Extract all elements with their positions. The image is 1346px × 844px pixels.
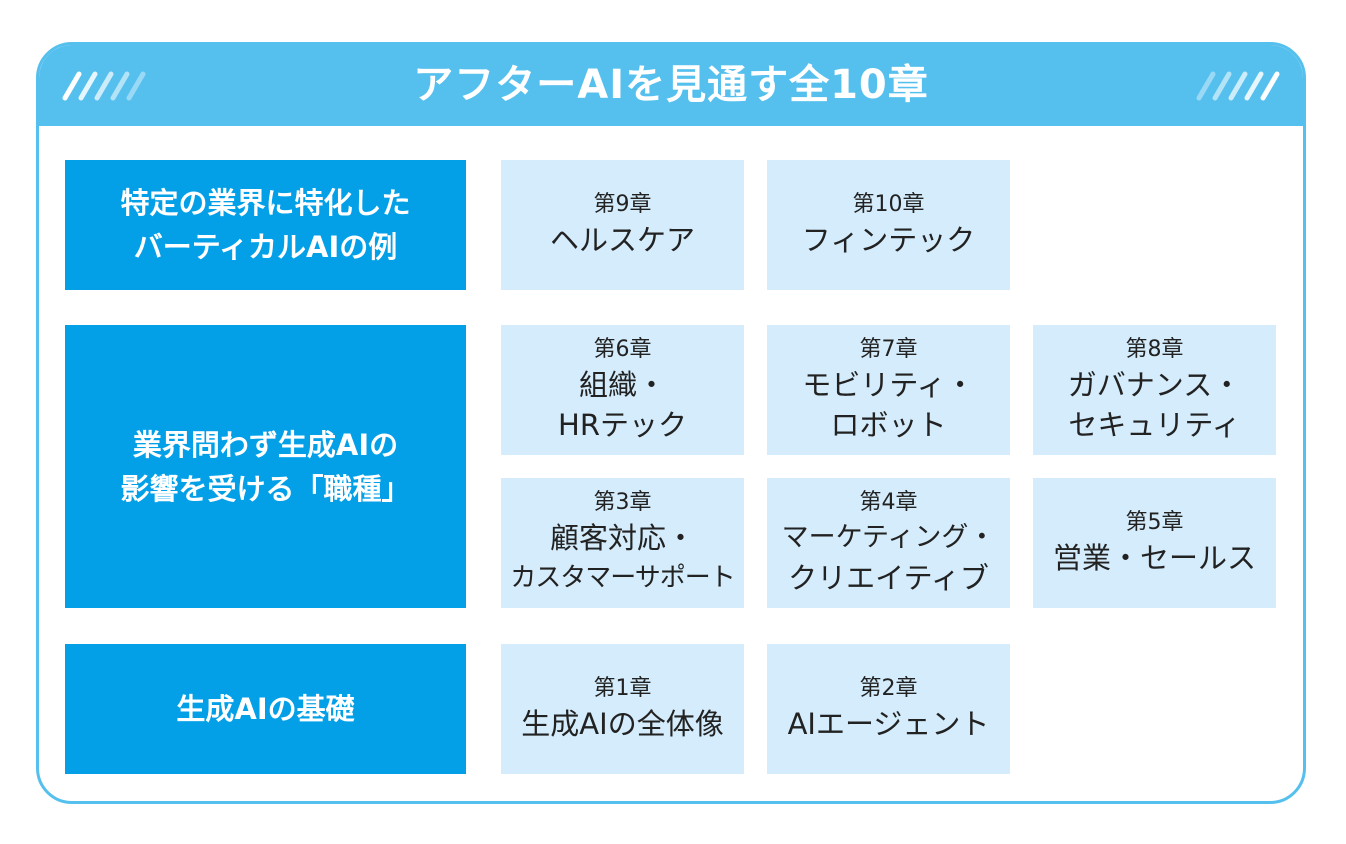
chapter-title: クリエイティブ [788, 561, 989, 595]
category-vertical-ai: 特定の業界に特化した バーティカルAIの例 [65, 160, 466, 290]
chapter-number: 第1章 [593, 676, 652, 701]
decorative-slashes-icon [1196, 71, 1280, 101]
chapter-card-9: 第9章 ヘルスケア [501, 160, 744, 290]
chapter-number: 第3章 [593, 490, 652, 515]
chapter-number: 第10章 [852, 192, 925, 217]
chapter-card-1: 第1章 生成AIの全体像 [501, 644, 744, 774]
chapter-number: 第5章 [1125, 510, 1184, 535]
chapter-title: AIエージェント [787, 707, 990, 741]
chapter-title: フィンテック [801, 223, 976, 257]
category-occupations: 業界問わず生成AIの 影響を受ける「職種」 [65, 325, 466, 608]
chapter-title: モビリティ・ [802, 368, 975, 402]
chapter-card-3: 第3章 顧客対応・ カスタマーサポート [501, 478, 744, 608]
chapter-card-7: 第7章 モビリティ・ ロボット [767, 325, 1010, 455]
chapter-card-2: 第2章 AIエージェント [767, 644, 1010, 774]
chapter-title: HRテック [558, 408, 687, 442]
chapter-title: 生成AIの全体像 [521, 707, 724, 741]
category-basics: 生成AIの基礎 [65, 644, 466, 774]
chapter-number: 第2章 [859, 676, 918, 701]
chapter-card-5: 第5章 営業・セールス [1033, 478, 1276, 608]
chapter-title: ロボット [830, 408, 947, 442]
category-label-line: 業界問わず生成AIの [132, 427, 399, 462]
chapter-number: 第8章 [1125, 337, 1184, 362]
chapter-card-4: 第4章 マーケティング・ クリエイティブ [767, 478, 1010, 608]
chapter-card-8: 第8章 ガバナンス・ セキュリティ [1033, 325, 1276, 455]
chapter-title: セキュリティ [1068, 408, 1241, 442]
category-label-line: 生成AIの基礎 [176, 692, 355, 726]
chapter-number: 第7章 [859, 337, 918, 362]
chapter-title: ヘルスケア [549, 223, 695, 257]
header-title: アフターAIを見通す全10章 [413, 62, 929, 108]
category-label-line: 影響を受ける「職種」 [120, 471, 411, 506]
chapter-number: 第6章 [593, 337, 652, 362]
chapter-title: 顧客対応・ [549, 521, 695, 555]
chapter-title: ガバナンス・ [1067, 368, 1242, 402]
chapter-title: カスタマーサポート [510, 563, 735, 593]
category-label-line: 特定の業界に特化した [120, 186, 411, 220]
chapter-number: 第4章 [859, 490, 918, 515]
chapter-title: マーケティング・ [781, 522, 996, 553]
chapter-title: 営業・セールス [1052, 541, 1256, 575]
chapter-card-6: 第6章 組織・ HRテック [501, 325, 744, 455]
chapter-card-10: 第10章 フィンテック [767, 160, 1010, 290]
decorative-slashes-icon [62, 71, 146, 101]
chapter-number: 第9章 [593, 192, 652, 217]
header-bar: アフターAIを見通す全10章 [39, 45, 1303, 126]
category-label-line: バーティカルAIの例 [133, 230, 398, 264]
chapter-title: 組織・ [578, 368, 666, 402]
